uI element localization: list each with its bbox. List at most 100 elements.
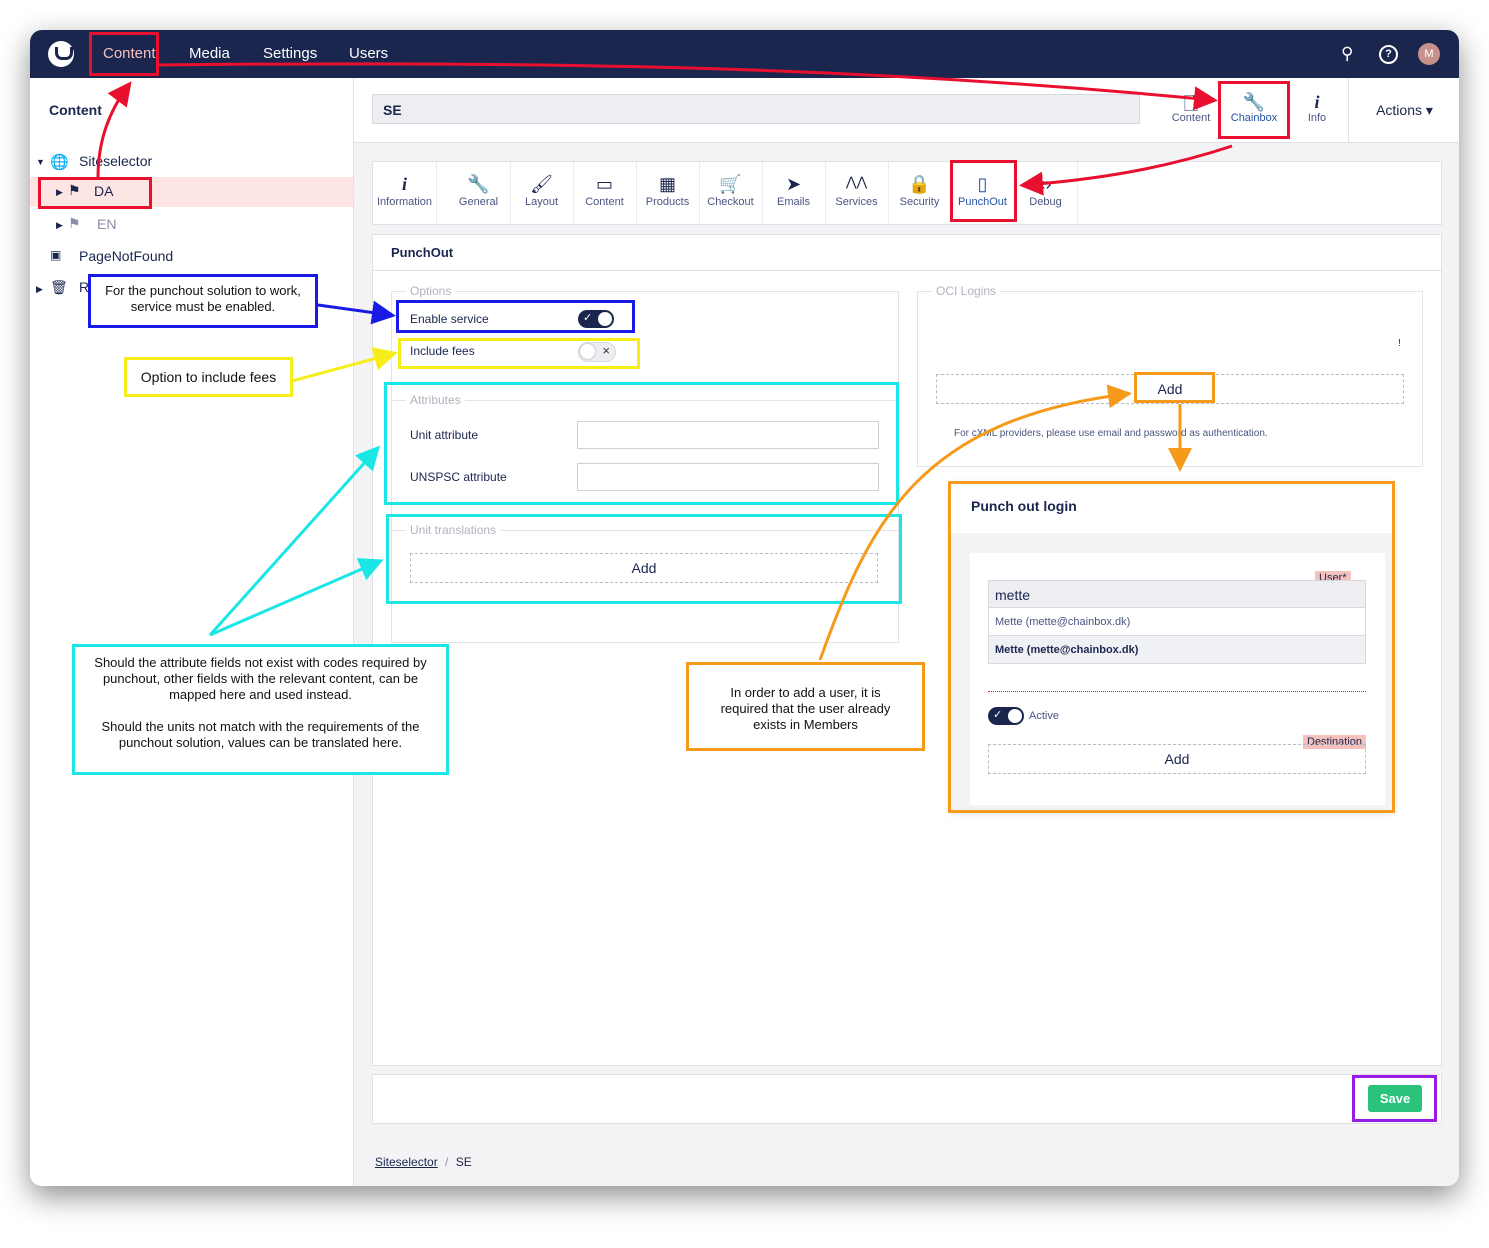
actions-dropdown[interactable]: Actions ▾	[1348, 78, 1459, 142]
tab-information-label: Information	[376, 196, 433, 208]
tab-emails[interactable]: ➤ Emails	[762, 162, 826, 224]
annotation-attributes-text-1: Should the attribute fields not exist wi…	[94, 655, 427, 702]
arrow-translations	[209, 558, 384, 637]
tab-security-label: Security	[899, 196, 940, 208]
tab-checkout[interactable]: 🛒Checkout	[699, 162, 763, 224]
tree-item-en[interactable]: EN	[97, 216, 117, 232]
unspsc-attribute-label: UNSPSC attribute	[410, 470, 507, 484]
annotation-include-fees: Option to include fees	[124, 357, 293, 397]
options-fieldset: Options Enable service Include fees Attr…	[391, 284, 899, 643]
nav-users[interactable]: Users	[349, 45, 389, 62]
unit-attribute-input[interactable]	[577, 421, 879, 449]
unspsc-attribute-input[interactable]	[577, 463, 879, 491]
nav-content[interactable]: Content	[103, 45, 156, 62]
destination-tag: Destination	[1303, 735, 1367, 749]
tree-item-pagenotfound[interactable]: PageNotFound	[79, 248, 174, 264]
expand-caret-icon[interactable]: ▼	[36, 157, 45, 167]
include-fees-toggle[interactable]	[578, 342, 616, 362]
breadcrumb-root-link[interactable]: Siteselector	[375, 1155, 438, 1169]
arrow-user-to-add	[818, 384, 1132, 661]
node-name-input[interactable]: SE	[372, 94, 1140, 124]
tab-general[interactable]: 🔧General	[447, 162, 511, 224]
tab-layout-label: Layout	[524, 196, 559, 208]
annotation-attributes: Should the attribute fields not exist wi…	[72, 644, 449, 775]
app-tab-content-label: Content	[1171, 112, 1211, 124]
arrow-da-to-content	[96, 81, 132, 178]
paper-plane-icon: ➤	[785, 174, 802, 194]
oci-logins-legend: OCI Logins	[932, 284, 1001, 298]
tab-emails-label: Emails	[776, 196, 810, 208]
info-icon: i	[401, 174, 407, 194]
include-fees-label: Include fees	[410, 344, 475, 358]
expand-caret-icon[interactable]: ▶	[36, 284, 43, 294]
tab-services-label: Services	[835, 196, 878, 208]
annotation-enable-service: For the punchout solution to work, servi…	[88, 274, 318, 328]
add-unit-translation-button[interactable]: Add	[410, 553, 878, 583]
attributes-legend: Attributes	[406, 393, 465, 407]
lock-icon: 🔒	[908, 174, 931, 194]
dialog-title: Punch out login	[950, 483, 1393, 533]
app-tab-info[interactable]: i Info	[1286, 78, 1348, 142]
user-suggestion-item[interactable]: Mette (mette@chainbox.dk)	[988, 608, 1366, 636]
nav-media[interactable]: Media	[189, 45, 230, 62]
help-icon[interactable]: ?	[1379, 45, 1398, 64]
unit-translations-fieldset: Unit translations Add	[392, 523, 898, 611]
tree-item-recycle-bin[interactable]: R	[79, 279, 90, 295]
oci-marker: !	[1398, 338, 1401, 349]
punchout-panel: PunchOut Options Enable service Include …	[372, 234, 1442, 1066]
arrow-content-to-chainbox	[157, 62, 1218, 111]
save-button[interactable]: Save	[1368, 1085, 1422, 1112]
tab-content[interactable]: ▭ Content	[573, 162, 637, 224]
expand-caret-icon[interactable]: ▶	[56, 220, 63, 230]
app-tab-chainbox[interactable]: 🔧 Chainbox	[1223, 78, 1285, 142]
tab-layout[interactable]: 🖌Layout	[510, 162, 574, 224]
enable-service-toggle[interactable]	[578, 310, 614, 328]
options-legend: Options	[406, 284, 456, 298]
arrow-attributes	[208, 445, 381, 637]
globe-icon: 🌐	[50, 154, 69, 171]
tab-general-label: General	[458, 196, 499, 208]
pulse-icon: ⋀⋀	[845, 174, 868, 189]
annotation-user: In order to add a user, it is required t…	[686, 662, 925, 751]
editor-header: SE 🗋 Content 🔧 Chainbox i Info Actions ▾	[354, 78, 1459, 143]
app-tab-info-label: Info	[1307, 112, 1327, 124]
tab-services[interactable]: ⋀⋀ Services	[825, 162, 889, 224]
arrow-service	[317, 300, 396, 325]
nav-settings[interactable]: Settings	[263, 45, 318, 62]
annotation-attributes-text-2: Should the units not match with the requ…	[101, 719, 420, 750]
user-search-input[interactable]: mette	[988, 580, 1366, 608]
page-icon: ▣	[50, 248, 62, 262]
add-destination-button[interactable]: Add	[988, 744, 1366, 774]
tab-content-label: Content	[585, 196, 624, 208]
umbraco-window: Content Media Settings Users ⚲ ? M Conte…	[30, 30, 1459, 1186]
oci-note: For cXML providers, please use email and…	[954, 428, 1268, 439]
tab-checkout-label: Checkout	[707, 196, 754, 208]
expand-caret-icon[interactable]: ▶	[56, 187, 63, 197]
unit-attribute-label: Unit attribute	[410, 428, 479, 442]
breadcrumb-separator: /	[445, 1155, 449, 1169]
user-suggestion-item[interactable]: Mette (mette@chainbox.dk)	[988, 636, 1366, 664]
punch-out-login-dialog: Punch out login User* mette Mette (mette…	[950, 483, 1393, 811]
avatar[interactable]: M	[1418, 43, 1440, 65]
unit-translations-legend: Unit translations	[406, 523, 501, 537]
tree-item-da[interactable]: DA	[94, 183, 114, 199]
tab-products-label: Products	[645, 196, 690, 208]
search-icon[interactable]: ⚲	[1341, 44, 1354, 63]
tab-products[interactable]: ▦Products	[636, 162, 700, 224]
umbraco-logo-icon[interactable]	[48, 41, 74, 67]
top-navigation-bar: Content Media Settings Users ⚲ ? M	[30, 30, 1459, 78]
wrench-icon: 🔧	[1242, 92, 1266, 112]
window-icon: ▭	[595, 174, 613, 194]
tab-punchout-label: PunchOut	[958, 196, 1007, 208]
arrow-fees	[291, 347, 398, 383]
active-label: Active	[1029, 710, 1059, 722]
panel-title: PunchOut	[373, 235, 1441, 271]
content-tree-sidebar: Content ▼ 🌐 Siteselector ▶ ⚑ DA ▶ ⚑ EN ▣…	[30, 78, 354, 1186]
book-icon: ▯	[977, 174, 988, 194]
app-tab-chainbox-label: Chainbox	[1230, 112, 1278, 124]
active-toggle[interactable]	[988, 707, 1024, 725]
tree-item-da-row[interactable]	[30, 177, 353, 207]
